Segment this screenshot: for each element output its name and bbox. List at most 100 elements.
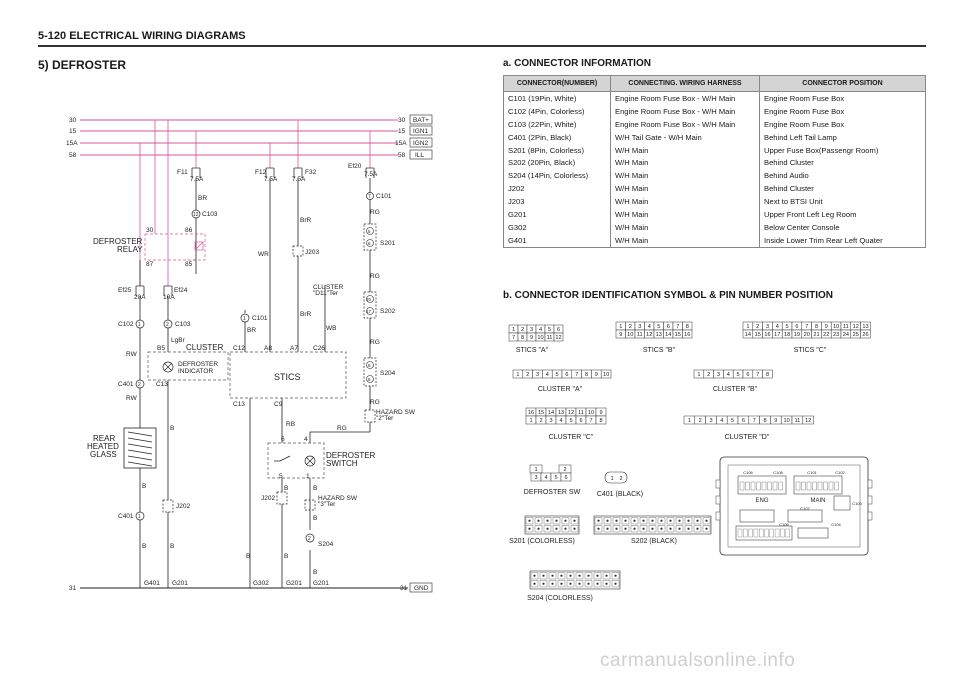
table-cell: W/H Main (610, 195, 760, 209)
pin-number: 7 (805, 324, 808, 330)
wire-rg-1: RG (370, 209, 380, 216)
wire-rg-5: RG (337, 425, 347, 432)
c101-label: C101 (376, 193, 392, 200)
pin-a7: A7 (290, 345, 298, 352)
table-cell: Engine Room Fuse Box - W/H Main (610, 91, 760, 105)
pin-number: 5 (556, 372, 559, 378)
pin-number: 13 (558, 410, 564, 416)
pin-number: 7 (512, 335, 515, 341)
pin-number: 3 (530, 327, 533, 333)
s201-label: S201 (380, 240, 396, 247)
hazard-sw-3-1: HAZARD SW (318, 495, 358, 502)
pin-c9: C9 (274, 401, 283, 408)
stics-a-connector-label: STICS "A" (516, 347, 549, 354)
wire-rb: RB (286, 421, 295, 428)
defroster-indicator-1: DEFROSTER (178, 361, 218, 368)
pin-number: 12 (555, 335, 561, 341)
wire-brr-1: BrR (300, 217, 312, 224)
pin-number: 10 (588, 410, 594, 416)
wire-br-2: BR (247, 327, 256, 334)
fuse-f11-rating: 7.5A (190, 176, 204, 183)
cluster-d-connector-label: CLUSTER "D" (725, 434, 770, 441)
pin-number: 13 (862, 324, 868, 330)
wire-lgbr: LgBr (171, 337, 186, 344)
pin-cell (553, 332, 564, 342)
table-cell: Upper Fuse Box(Passengr Room) (759, 143, 926, 157)
c401-connector-label: C401 (BLACK) (597, 491, 643, 498)
pin-number: 4 (559, 418, 562, 424)
ground-g201-c: G201 (313, 580, 329, 587)
cluster-label: CLUSTER (186, 343, 224, 352)
defroster-switch-1: DEFROSTER (326, 451, 376, 460)
pin-number: 5 (737, 372, 740, 378)
relay-pin-85: 85 (185, 261, 193, 268)
j203-label: J203 (305, 249, 319, 256)
cluster-a-connector-label: CLUSTER "A" (538, 386, 583, 393)
table-cell: Behind Cluster (759, 156, 926, 170)
fuse-box-c103: C103 (852, 501, 862, 506)
table-cell: Upper Front Left Leg Room (759, 208, 926, 221)
pin-number: 2 (521, 327, 524, 333)
pin-number: 16 (764, 332, 770, 338)
tag-ign1: IGN1 (413, 128, 429, 135)
table-cell: C101 (19Pin, White) (503, 91, 611, 105)
pin-c13b: C13 (233, 401, 245, 408)
pin-number: 9 (595, 372, 598, 378)
table-cell: Engine Room Fuse Box (759, 117, 926, 131)
pin-number: 2 (563, 467, 566, 473)
pin-number: 1 (516, 372, 519, 378)
rail-15-left: 15 (69, 128, 77, 135)
pin-number: 5 (554, 475, 557, 481)
pin-number: 4 (727, 372, 730, 378)
pin-number: 10 (537, 335, 543, 341)
sw-pin-5: 5 (279, 473, 283, 480)
fuse-f11: F11 (177, 169, 188, 176)
pin-cell (682, 329, 693, 339)
rail-15-right: 15 (398, 128, 406, 135)
table-cell: W/H Main (610, 156, 760, 170)
ground-g201-a: G201 (172, 580, 188, 587)
pin-number: 6 (557, 327, 560, 333)
table-cell: W/H Main (610, 208, 760, 221)
pin-number: 2 (619, 476, 622, 482)
wire-b-5: B (246, 553, 250, 560)
pin-number: 3 (709, 418, 712, 424)
s201-p2: 6 (368, 241, 371, 246)
cluster-ref-1: CLUSTER (313, 284, 344, 291)
rear-glass-1: REAR (93, 434, 115, 443)
pin-number: 2 (756, 324, 759, 330)
table-cell: W/H Main (610, 169, 760, 183)
sw-pin-1: 1 (306, 473, 310, 480)
pin-number: 6 (579, 418, 582, 424)
pin-number: 15 (755, 332, 761, 338)
pin-number: 2 (707, 372, 710, 378)
pin-number: 6 (565, 372, 568, 378)
wire-rw-2: RW (126, 395, 138, 402)
connector-info-title: a. CONNECTOR INFORMATION (503, 58, 651, 69)
pin-number: 3 (717, 372, 720, 378)
table-cell: C401 (2Pin, Black) (503, 130, 611, 144)
s204-connector: S204 (COLORLESS) (527, 570, 621, 602)
fuse-f32-rating: 7.5A (292, 176, 306, 183)
stics-b-connector-label: STICS "B" (643, 347, 676, 354)
pin-number: 7 (676, 324, 679, 330)
defroster-sw-label: DEFROSTER SW (524, 489, 581, 496)
pin-number: 15 (538, 410, 544, 416)
relay-label-1: DEFROSTER (93, 237, 143, 246)
c401b-pin: 1 (138, 514, 141, 520)
relay-pin-30: 30 (146, 227, 154, 234)
column-header: CONNECTOR POSITION (759, 75, 926, 92)
relay-pin-86: 86 (185, 227, 193, 234)
table-cell: W/H Main (610, 182, 760, 196)
s201-connector: S201 (COLORLESS) (509, 515, 580, 545)
pin-number: 4 (648, 324, 651, 330)
s202-connector-label: S202 (BLACK) (631, 538, 677, 545)
table-cell: Behind Cluster (759, 182, 926, 196)
pin-number: 23 (833, 332, 839, 338)
stics-c-connector-label: STICS "C" (794, 347, 827, 354)
pin-number: 21 (813, 332, 819, 338)
